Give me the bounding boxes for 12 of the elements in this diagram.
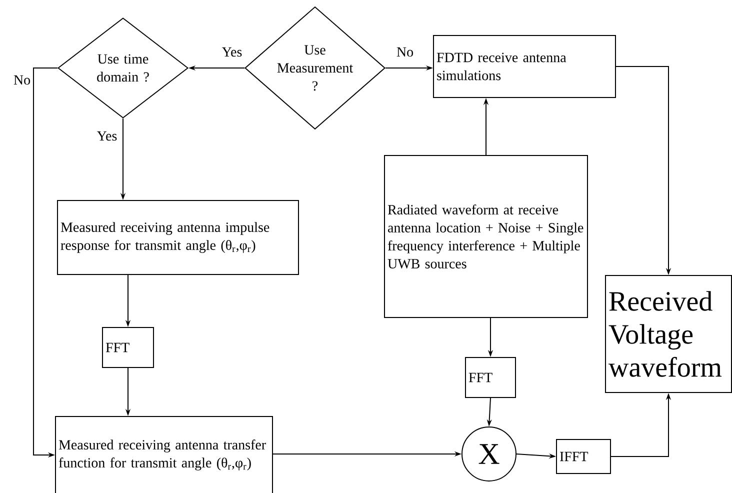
edge-label: Yes <box>220 46 244 58</box>
process-box: Measured receiving antenna impulse response for transmit angle (θ$_{r}$,φ$_{r}$) <box>57 200 299 275</box>
process-box: Measured receiving antenna transfer function for transmit angle (θ$_{r}$,φ$_{r}$) <box>55 416 273 493</box>
process-box: Received Voltage waveform <box>605 275 732 393</box>
process-box: FDTD receive antenna simulations <box>433 35 616 98</box>
edge-label: Yes <box>96 130 118 142</box>
process-box: Radiated waveform at receive antenna location + Noise + Single frequency interference + Multiple UWB sources <box>384 155 588 318</box>
edge-label: No <box>395 46 415 58</box>
process-box: FFT <box>465 357 516 398</box>
edge-label: No <box>12 74 32 86</box>
process-box: FFT <box>102 327 154 368</box>
process-box: IFFT <box>556 439 611 474</box>
